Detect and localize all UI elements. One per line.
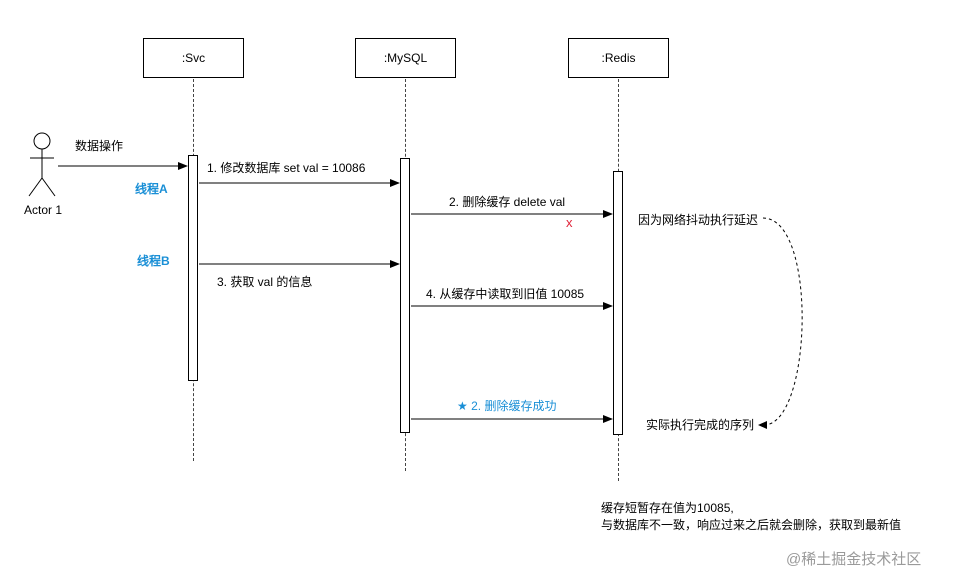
delay-curve [762,217,803,426]
participant-mysql: :MySQL [355,38,456,78]
actor-figure [28,132,56,197]
thread-label-b: 线程B [137,254,170,268]
message-label-m0: 数据操作 [75,139,124,153]
activation-mysql [400,158,410,433]
note-delay: 因为网络抖动执行延迟 [638,213,759,227]
actor-label: Actor 1 [24,203,63,217]
participant-svc-label: :Svc [181,51,206,65]
activation-redis [613,171,623,435]
participant-redis-label: :Redis [601,51,636,65]
message-label-m1: 1. 修改数据库 set val = 10086 [207,161,366,175]
participant-svc: :Svc [143,38,244,78]
participant-mysql-label: :MySQL [383,51,428,65]
message-label-m3: 3. 获取 val 的信息 [217,275,313,289]
participant-redis: :Redis [568,38,669,78]
fail-mark: x [566,215,573,230]
message-label-m5: ★ 2. 删除缓存成功 [457,397,556,414]
activation-svc [188,155,198,381]
note-summary-line2: 与数据库不一致，响应过来之后就会删除，获取到最新值 [601,518,902,532]
message-label-m5-text: 2. 删除缓存成功 [471,399,557,413]
star-icon: ★ [457,399,468,413]
note-actual-order: 实际执行完成的序列 [646,418,755,432]
thread-label-a: 线程A [135,182,168,196]
watermark: @稀土掘金技术社区 [786,551,922,568]
note-summary-line1: 缓存短暂存在值为10085, [601,501,734,515]
message-label-m4: 4. 从缓存中读取到旧值 10085 [426,287,585,301]
message-label-m2: 2. 删除缓存 delete val [449,195,566,209]
